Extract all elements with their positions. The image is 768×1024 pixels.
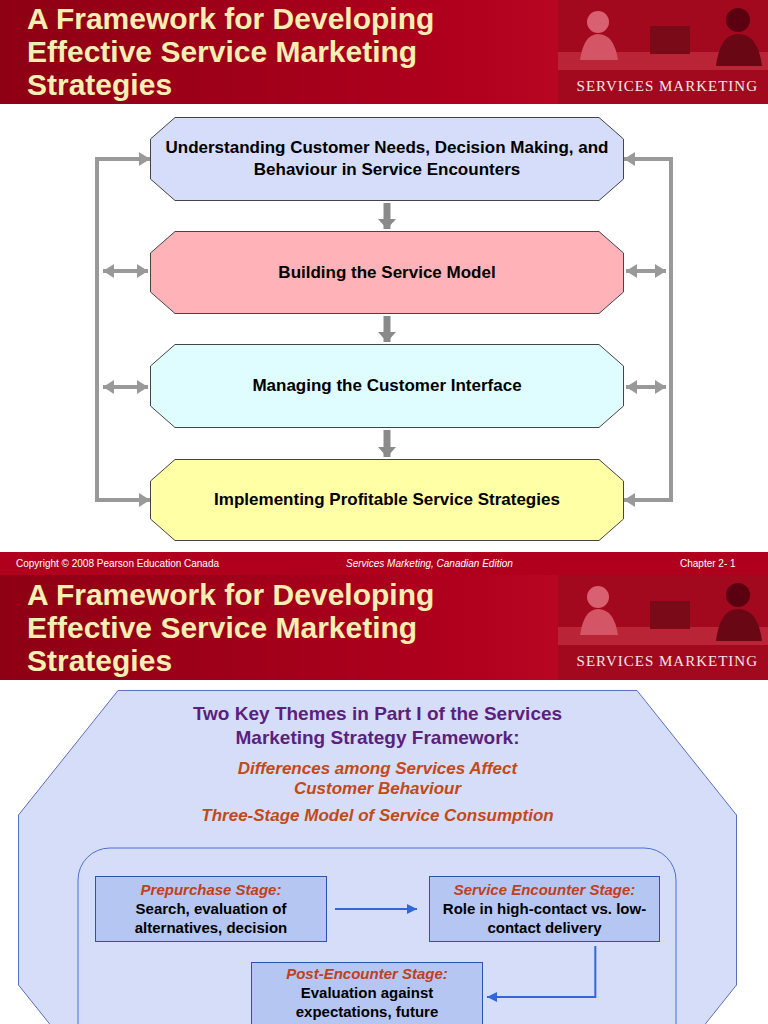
connector-arrow — [384, 316, 391, 342]
logo-person-body — [716, 34, 762, 66]
logo-person-body — [716, 609, 762, 641]
rect-outline — [96, 877, 327, 942]
stage-text: Role in high-contact vs. low-contact del… — [437, 899, 652, 937]
octagon-outline — [151, 460, 624, 541]
octagon-outline — [151, 118, 624, 201]
stage-box: Service Encounter Stage:Role in high-con… — [429, 876, 660, 942]
text-holder: Service Encounter Stage:Role in high-con… — [429, 876, 660, 942]
feedback-stub — [626, 385, 666, 389]
text-holder: Managing the Customer Interface — [150, 344, 624, 428]
logo-person-body — [580, 609, 618, 635]
process-box: Understanding Customer Needs, Decision M… — [150, 117, 624, 201]
process-box: Building the Service Model — [150, 231, 624, 314]
slide-title: A Framework for Developing Effective Ser… — [27, 2, 547, 101]
page-number: Chapter 2- 1 — [680, 557, 736, 570]
process-box: Managing the Customer Interface — [150, 344, 624, 428]
text-holder: Post-Encounter Stage:Evaluation against … — [251, 962, 483, 1024]
connector-arrow — [335, 908, 417, 910]
logo-text: SERVICES MARKETING — [577, 78, 758, 95]
feedback-stub — [103, 385, 148, 389]
logo-panel — [558, 575, 768, 680]
box-text: Implementing Profitable Service Strategi… — [152, 489, 622, 511]
box-text: Building the Service Model — [152, 262, 622, 284]
box-text: Understanding Customer Needs, Decision M… — [152, 137, 622, 181]
text-holder: Prepurchase Stage:Search, evaluation of … — [95, 876, 327, 942]
text-holder: Understanding Customer Needs, Decision M… — [150, 117, 624, 201]
connector-arrow — [384, 430, 391, 457]
logo-text: SERVICES MARKETING — [577, 653, 758, 670]
stage-text: Evaluation against expectations, future — [260, 983, 475, 1021]
connector-arrow — [97, 159, 150, 500]
logo-person-head — [587, 586, 609, 608]
logo-person-head — [587, 11, 609, 33]
stage-name: Service Encounter Stage: — [434, 881, 656, 899]
logo-person-body — [580, 34, 618, 60]
text-holder: Implementing Profitable Service Strategi… — [150, 459, 624, 541]
process-box: Implementing Profitable Service Strategi… — [150, 459, 624, 541]
logo-person-head — [726, 583, 750, 607]
connector-arrow — [624, 159, 671, 500]
theme-text: Differences among Services Affect Custom… — [208, 759, 548, 799]
octagon-outline — [151, 345, 624, 428]
connector-arrow — [487, 946, 595, 997]
theme-text: Three-Stage Model of Service Consumption — [128, 806, 628, 826]
theme-panel: Two Key Themes in Part I of the Services… — [18, 690, 737, 1024]
feedback-stub — [626, 269, 666, 273]
logo-person-head — [726, 8, 750, 32]
logo-panel — [558, 0, 768, 104]
book-title: Services Marketing, Canadian Edition — [346, 557, 513, 570]
rect-outline — [252, 963, 483, 1024]
octagon-outline — [19, 691, 737, 1024]
feedback-stub — [103, 269, 148, 273]
theme-heading: Two Key Themes in Part I of the Services… — [178, 702, 578, 750]
slide-title: A Framework for Developing Effective Ser… — [27, 578, 547, 677]
box-outline — [150, 117, 624, 201]
rect-outline — [430, 877, 660, 942]
logo-monitor — [650, 601, 690, 629]
octagon-outline — [151, 232, 624, 314]
copyright-note: Copyright © 2008 Pearson Education Canad… — [16, 557, 219, 570]
stage-text: Search, evaluation of alternatives, deci… — [104, 899, 319, 937]
box-text: Managing the Customer Interface — [152, 375, 622, 397]
text-holder: Building the Service Model — [150, 231, 624, 314]
stage-box: Prepurchase Stage:Search, evaluation of … — [95, 876, 327, 942]
stage-box: Post-Encounter Stage:Evaluation against … — [251, 962, 483, 1024]
stage-name: Prepurchase Stage: — [100, 881, 322, 899]
connector-arrow — [384, 203, 391, 229]
stage-name: Post-Encounter Stage: — [256, 965, 478, 983]
logo-monitor — [650, 26, 690, 54]
